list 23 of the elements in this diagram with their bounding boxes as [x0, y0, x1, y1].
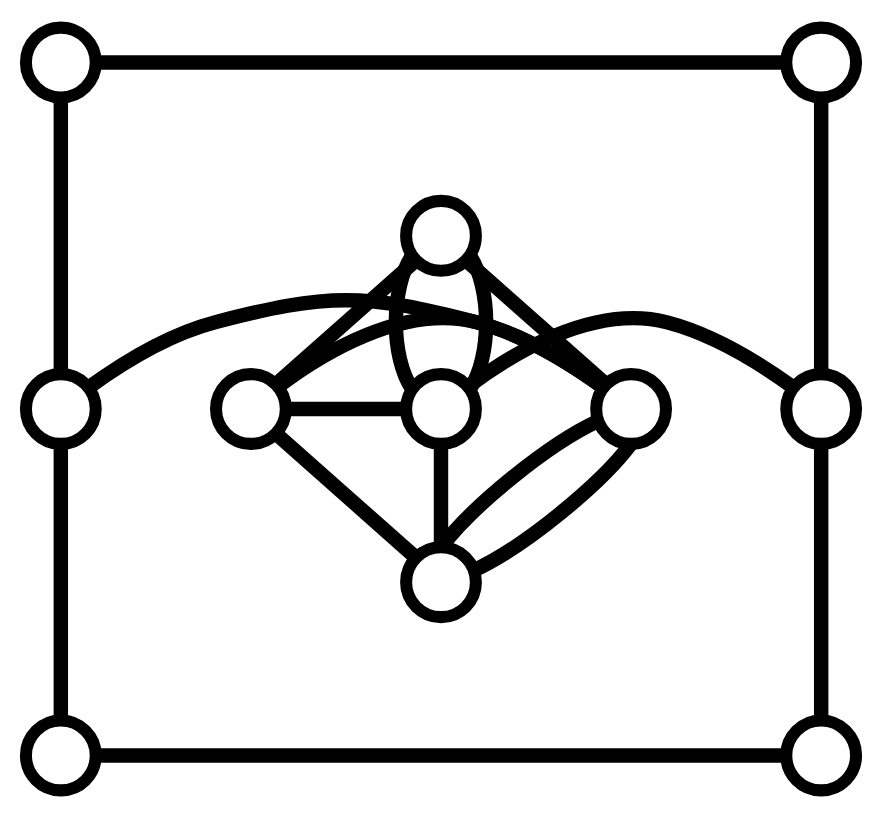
node-circle [19, 21, 102, 104]
node-circle [400, 368, 482, 450]
node-circle [400, 194, 482, 277]
connector [53, 444, 69, 720]
connector [463, 252, 494, 393]
node-circle [780, 368, 863, 450]
node-circle [400, 541, 482, 624]
node-circle [780, 714, 863, 797]
node-circle [590, 368, 672, 450]
node-circle [19, 368, 102, 450]
connector [813, 444, 829, 720]
connector [388, 252, 419, 393]
connector [813, 97, 829, 374]
connector [433, 444, 449, 547]
connector [95, 748, 786, 763]
node-circle [19, 714, 102, 797]
connector [95, 55, 786, 70]
node-circle [780, 21, 863, 104]
connector [271, 428, 421, 563]
connector [463, 311, 798, 394]
node-circle [210, 368, 292, 450]
connector [285, 401, 406, 417]
connector [53, 97, 69, 374]
